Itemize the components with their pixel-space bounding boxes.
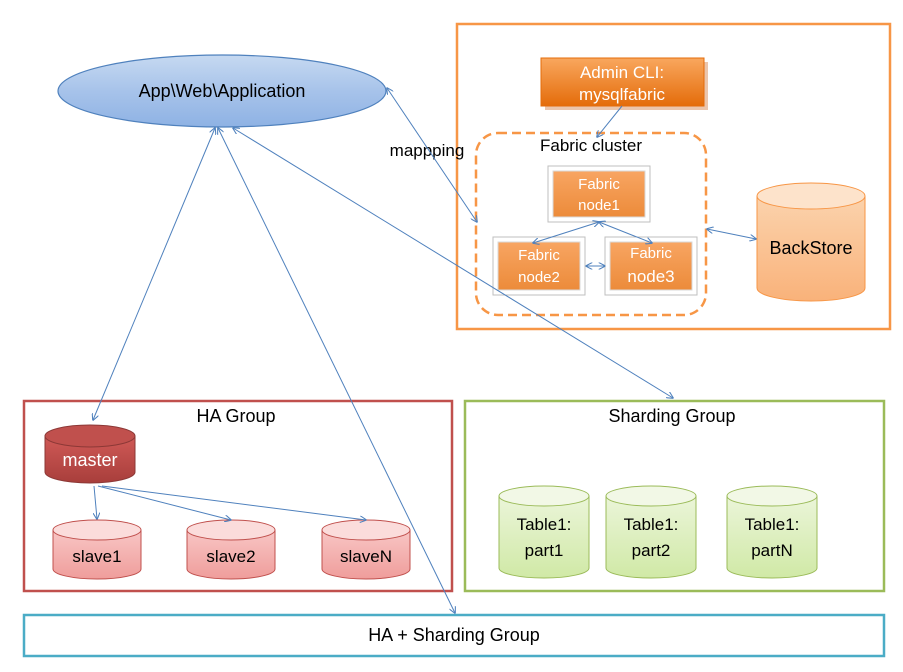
table-part1-line2: part1 (525, 541, 564, 560)
table-partn-line2: partN (751, 541, 793, 560)
slave1-cylinder (52, 519, 142, 580)
fabric-node2-line2: node2 (518, 269, 560, 286)
table-part2-cylinder (605, 485, 697, 579)
ha-sharding-title: HA + Sharding Group (368, 625, 540, 645)
arrow-node1-node3 (599, 222, 652, 243)
arrow-master-slave1 (94, 485, 97, 519)
arrow-admin-node1 (597, 105, 623, 137)
admin-cli-line2: mysqlfabric (579, 85, 665, 104)
slave1-label: slave1 (72, 547, 121, 566)
arrow-master-slaven (101, 485, 366, 520)
arrow-node1-node2 (533, 222, 599, 243)
fabric-node3-line1: Fabric (630, 245, 672, 262)
table-partn-line1: Table1: (745, 515, 800, 534)
arrow-app-master (93, 128, 215, 420)
table-part1-line1: Table1: (517, 515, 572, 534)
arrow-cluster-backstore (707, 229, 756, 239)
fabric-node1-line2: node1 (578, 197, 620, 214)
fabric-cluster-title: Fabric cluster (540, 136, 642, 155)
admin-cli-line1: Admin CLI: (580, 63, 664, 82)
fabric-node3-line2: node3 (627, 267, 674, 286)
arrow-app-sharding (233, 128, 673, 398)
slave2-label: slave2 (206, 547, 255, 566)
fabric-node2-line1: Fabric (518, 247, 560, 264)
app-label: App\Web\Application (139, 81, 306, 101)
arrow-app-fabric-cluster (387, 88, 477, 222)
ha-sharding-box (22, 613, 886, 658)
sharding-group-title: Sharding Group (608, 406, 735, 426)
table-part2-line2: part2 (632, 541, 671, 560)
backstore-cylinder (756, 182, 866, 302)
fabric-node1-line1: Fabric (578, 176, 620, 193)
table-partn-cylinder (726, 485, 818, 579)
table-part2-line1: Table1: (624, 515, 679, 534)
arrow-master-slave2 (97, 485, 231, 520)
table-part1-cylinder (498, 485, 590, 579)
backstore-label: BackStore (769, 238, 852, 258)
master-label: master (62, 450, 117, 470)
mapping-label: mappping (390, 141, 465, 160)
ha-group-title: HA Group (196, 406, 275, 426)
admin-cli-box (540, 57, 705, 107)
slaven-label: slaveN (340, 547, 392, 566)
master-cylinder (44, 424, 136, 484)
